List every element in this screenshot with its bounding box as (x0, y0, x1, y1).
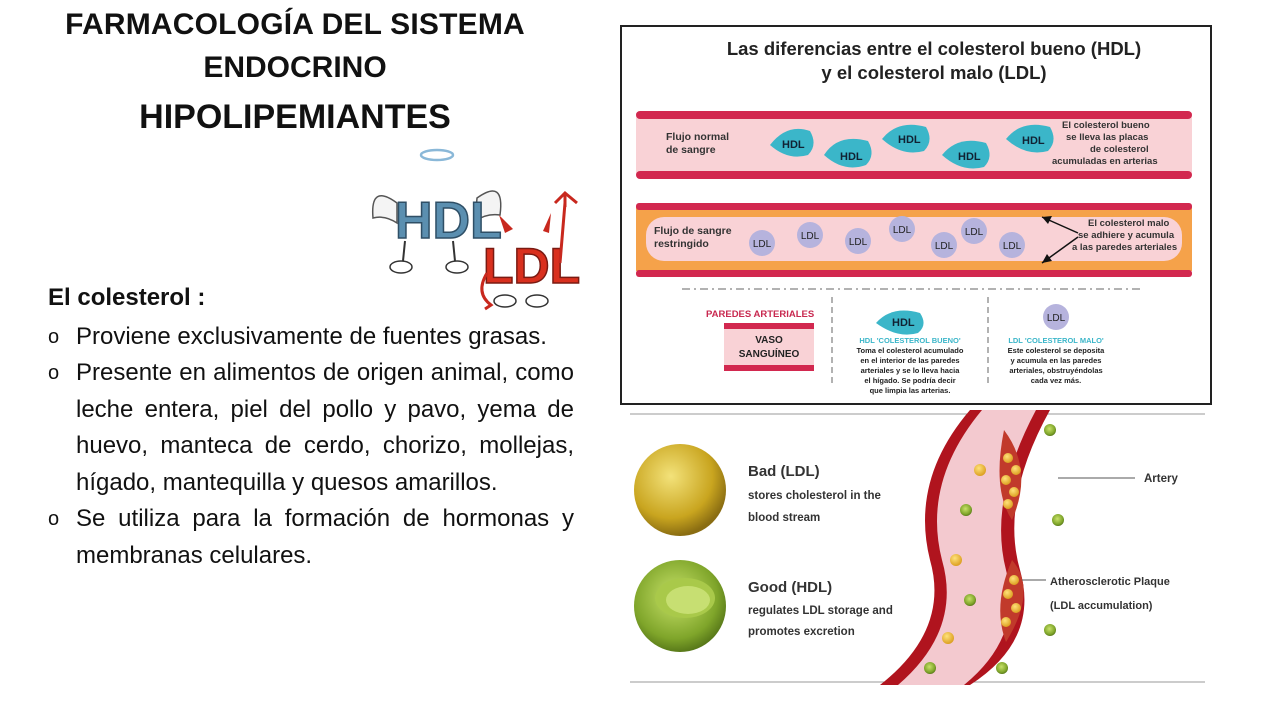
arrow-icon (1041, 216, 1079, 264)
artery-illustration: Bad (LDL) stores cholesterol in the bloo… (630, 410, 1205, 685)
hdl-desc-line2: en el interior de las paredes (860, 356, 959, 365)
ldl-particle: LDL (889, 216, 915, 242)
hdl-desc-line1: Toma el colesterol acumulado (857, 346, 964, 355)
halo-icon (419, 148, 455, 162)
hdl-desc-line5: que limpia las arterias. (870, 386, 951, 395)
diagram-title-line1: Las diferencias entre el colesterol buen… (727, 38, 1141, 59)
hdl-legend-label: HDL (892, 317, 915, 329)
hdl-sphere-icon (634, 560, 726, 652)
plaque-lower (1000, 560, 1024, 642)
hdl-particle: HDL (770, 128, 814, 157)
diagram-title-line2: y el colesterol malo (LDL) (821, 62, 1046, 83)
normal-flow-vessel (636, 111, 1192, 179)
restricted-flow-label-line1: Flujo de sangre (654, 225, 732, 237)
plaque-label-line2: (LDL accumulation) (1050, 600, 1153, 612)
good-cholesterol-note-line3: de colesterol (1090, 144, 1149, 155)
vessel-legend-icon (724, 323, 814, 371)
ldl-particle-label: LDL (1003, 241, 1022, 252)
ldl-desc-line3: arteriales, obstruyéndolas (1009, 366, 1102, 375)
ldl-particle-label: LDL (849, 237, 868, 248)
ldl-desc-line1: Este colesterol se deposita (1008, 346, 1106, 355)
hdl-desc-line3: arteriales y se lo lleva hacia (861, 366, 961, 375)
good-cholesterol-note-line2: se lleva las placas (1066, 132, 1148, 143)
hdl-legend-particle: HDL (876, 310, 924, 335)
hdl-ldl-diagram: Las diferencias entre el colesterol buen… (620, 25, 1212, 405)
restricted-flow-vessel (636, 203, 1192, 277)
ldl-particle-label: LDL (935, 241, 954, 252)
bullet-item: Se utiliza para la formación de hormonas… (48, 501, 574, 574)
plaque-label-line1: Atherosclerotic Plaque (1050, 576, 1170, 588)
artery-vessel (880, 410, 1050, 685)
devil-tail-icon (480, 272, 494, 311)
ldl-particle: LDL (931, 232, 957, 258)
good-hdl-desc-line2: promotes excretion (748, 626, 855, 638)
bad-ldl-desc-line1: stores cholesterol in the (748, 490, 881, 502)
hdl-heading: HDL 'COLESTEROL BUENO' (859, 336, 960, 345)
angel-feet-icon (389, 240, 469, 274)
hdl-ldl-diagram-svg: Las diferencias entre el colesterol buen… (636, 38, 1192, 395)
devil-feet-icon (493, 294, 549, 308)
bullet-item: Proviene exclusivamente de fuentes grasa… (48, 319, 574, 356)
ldl-particle: LDL (961, 218, 987, 244)
hdl-particle: HDL (942, 140, 990, 169)
ldl-legend-label: LDL (1047, 313, 1066, 324)
hdl-particle: HDL (1006, 124, 1054, 153)
slide-title-line1: FARMACOLOGÍA DEL SISTEMA (65, 8, 525, 41)
vessel-label-line2: SANGUÍNEO (739, 347, 800, 360)
hdl-particle-label: HDL (782, 139, 805, 151)
ldl-particle: LDL (797, 222, 823, 248)
cholesterol-description: El colesterol : Proviene exclusivamente … (48, 280, 574, 574)
good-hdl-title: Good (HDL) (748, 579, 832, 596)
cholesterol-bullet-list: Proviene exclusivamente de fuentes grasa… (48, 319, 574, 575)
good-hdl-desc-line1: regulates LDL storage and (748, 605, 893, 617)
ldl-legend-particle: LDL (1043, 304, 1069, 330)
ldl-particle-label: LDL (801, 231, 820, 242)
hdl-particle-label: HDL (898, 134, 921, 146)
ldl-particle-label: LDL (965, 227, 984, 238)
restricted-flow-label-line2: restringido (654, 238, 709, 250)
artery-illustration-svg: Bad (LDL) stores cholesterol in the bloo… (630, 410, 1205, 685)
cartoon-ldl-letters: LDL (483, 238, 580, 294)
ldl-particle: LDL (999, 232, 1025, 258)
vessel-label-line1: VASO (755, 335, 783, 346)
ldl-particle-label: LDL (753, 239, 772, 250)
bullet-item: Presente en alimentos de origen animal, … (48, 355, 574, 501)
hdl-desc-line4: el hígado. Se podría decir (864, 376, 955, 385)
hdl-particle-label: HDL (1022, 135, 1045, 147)
cholesterol-heading: El colesterol : (48, 284, 206, 311)
ldl-heading: LDL 'COLESTEROL MALO' (1008, 336, 1104, 345)
hdl-ldl-cartoon: HDL LDL (371, 148, 581, 311)
bad-cholesterol-note-line3: a las paredes arteriales (1072, 242, 1177, 253)
devil-horns-icon (499, 213, 551, 233)
bad-ldl-title: Bad (LDL) (748, 463, 820, 480)
ldl-desc-line2: y acumula en las paredes (1011, 356, 1102, 365)
ldl-particle: LDL (749, 230, 775, 256)
blood-particles (924, 424, 1064, 674)
bad-cholesterol-note-line1: El colesterol malo (1088, 218, 1170, 229)
hdl-particle-label: HDL (958, 151, 981, 163)
ldl-desc-line4: cada vez más. (1031, 376, 1081, 385)
normal-flow-label-line1: Flujo normal (666, 131, 729, 143)
angel-wings-icon (371, 190, 502, 225)
ldl-sphere-icon (634, 444, 726, 536)
hdl-particle: HDL (824, 138, 872, 168)
artery-label: Artery (1144, 473, 1178, 485)
slide-title-line2: ENDOCRINO (203, 51, 387, 84)
good-cholesterol-note-line4: acumuladas en arterias (1052, 156, 1158, 167)
ldl-particle-label: LDL (893, 225, 912, 236)
cartoon-hdl-letters: HDL (395, 192, 502, 250)
plaque-upper (999, 430, 1022, 520)
slide-title-line3: HIPOLIPEMIANTES (139, 98, 451, 136)
normal-flow-label-line2: de sangre (666, 144, 716, 156)
good-cholesterol-note-line1: El colesterol bueno (1062, 120, 1150, 131)
arterial-walls-label: PAREDES ARTERIALES (706, 309, 814, 320)
bad-cholesterol-note-line2: se adhiere y acumula (1078, 230, 1175, 241)
ldl-particle: LDL (845, 228, 871, 254)
hdl-particle-label: HDL (840, 151, 863, 163)
pitchfork-icon (553, 190, 578, 264)
bad-ldl-desc-line2: blood stream (748, 512, 820, 524)
hdl-particle: HDL (882, 124, 930, 153)
